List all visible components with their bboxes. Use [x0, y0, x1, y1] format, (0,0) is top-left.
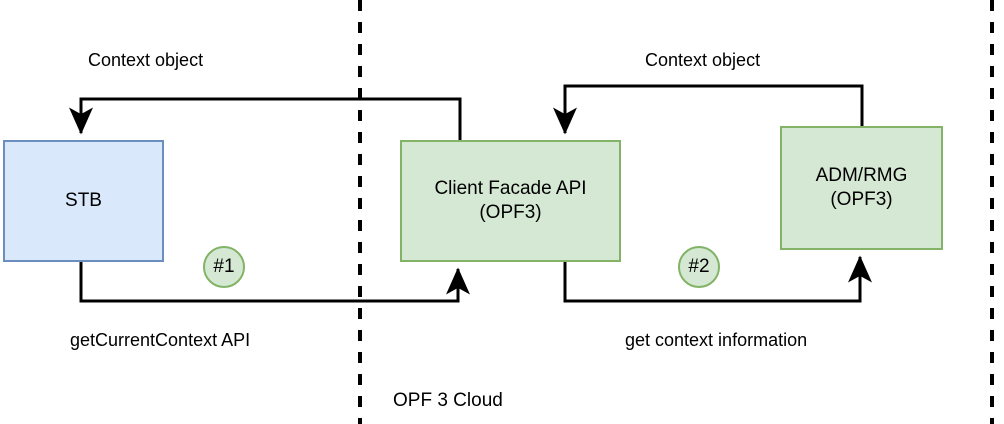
- node-adm-rmg-label-line2: (OPF3): [830, 189, 893, 210]
- edge-label-context-object-right: Context object: [645, 50, 761, 70]
- connector-stb-to-facade: [79, 262, 470, 303]
- connector-facade-to-stb: [69, 97, 462, 140]
- node-client-facade-api[interactable]: Client Facade API (OPF3): [400, 140, 621, 262]
- node-client-facade-api-label-line2: (OPF3): [479, 202, 542, 223]
- connector-facade-to-adm: [563, 255, 872, 303]
- node-adm-rmg-text: ADM/RMG (OPF3): [816, 164, 908, 212]
- node-client-facade-api-text: Client Facade API (OPF3): [434, 177, 586, 225]
- cloud-boundary-label: OPF 3 Cloud: [393, 390, 503, 411]
- step-marker-2-label: #2: [688, 256, 710, 277]
- step-marker-1-label: #1: [213, 256, 235, 277]
- node-stb[interactable]: STB: [3, 140, 164, 262]
- node-stb-label: STB: [65, 190, 102, 211]
- connector-adm-to-facade: [553, 84, 864, 135]
- step-marker-1[interactable]: #1: [203, 246, 245, 288]
- node-client-facade-api-label-line1: Client Facade API: [434, 178, 587, 199]
- edge-label-get-current-context-api: getCurrentContext API: [70, 330, 251, 350]
- node-adm-rmg-label-line1: ADM/RMG: [815, 165, 908, 186]
- edge-label-context-object-left: Context object: [88, 50, 204, 70]
- edge-label-get-context-information: get context information: [625, 330, 808, 350]
- step-marker-2[interactable]: #2: [678, 246, 720, 288]
- node-adm-rmg[interactable]: ADM/RMG (OPF3): [780, 126, 943, 250]
